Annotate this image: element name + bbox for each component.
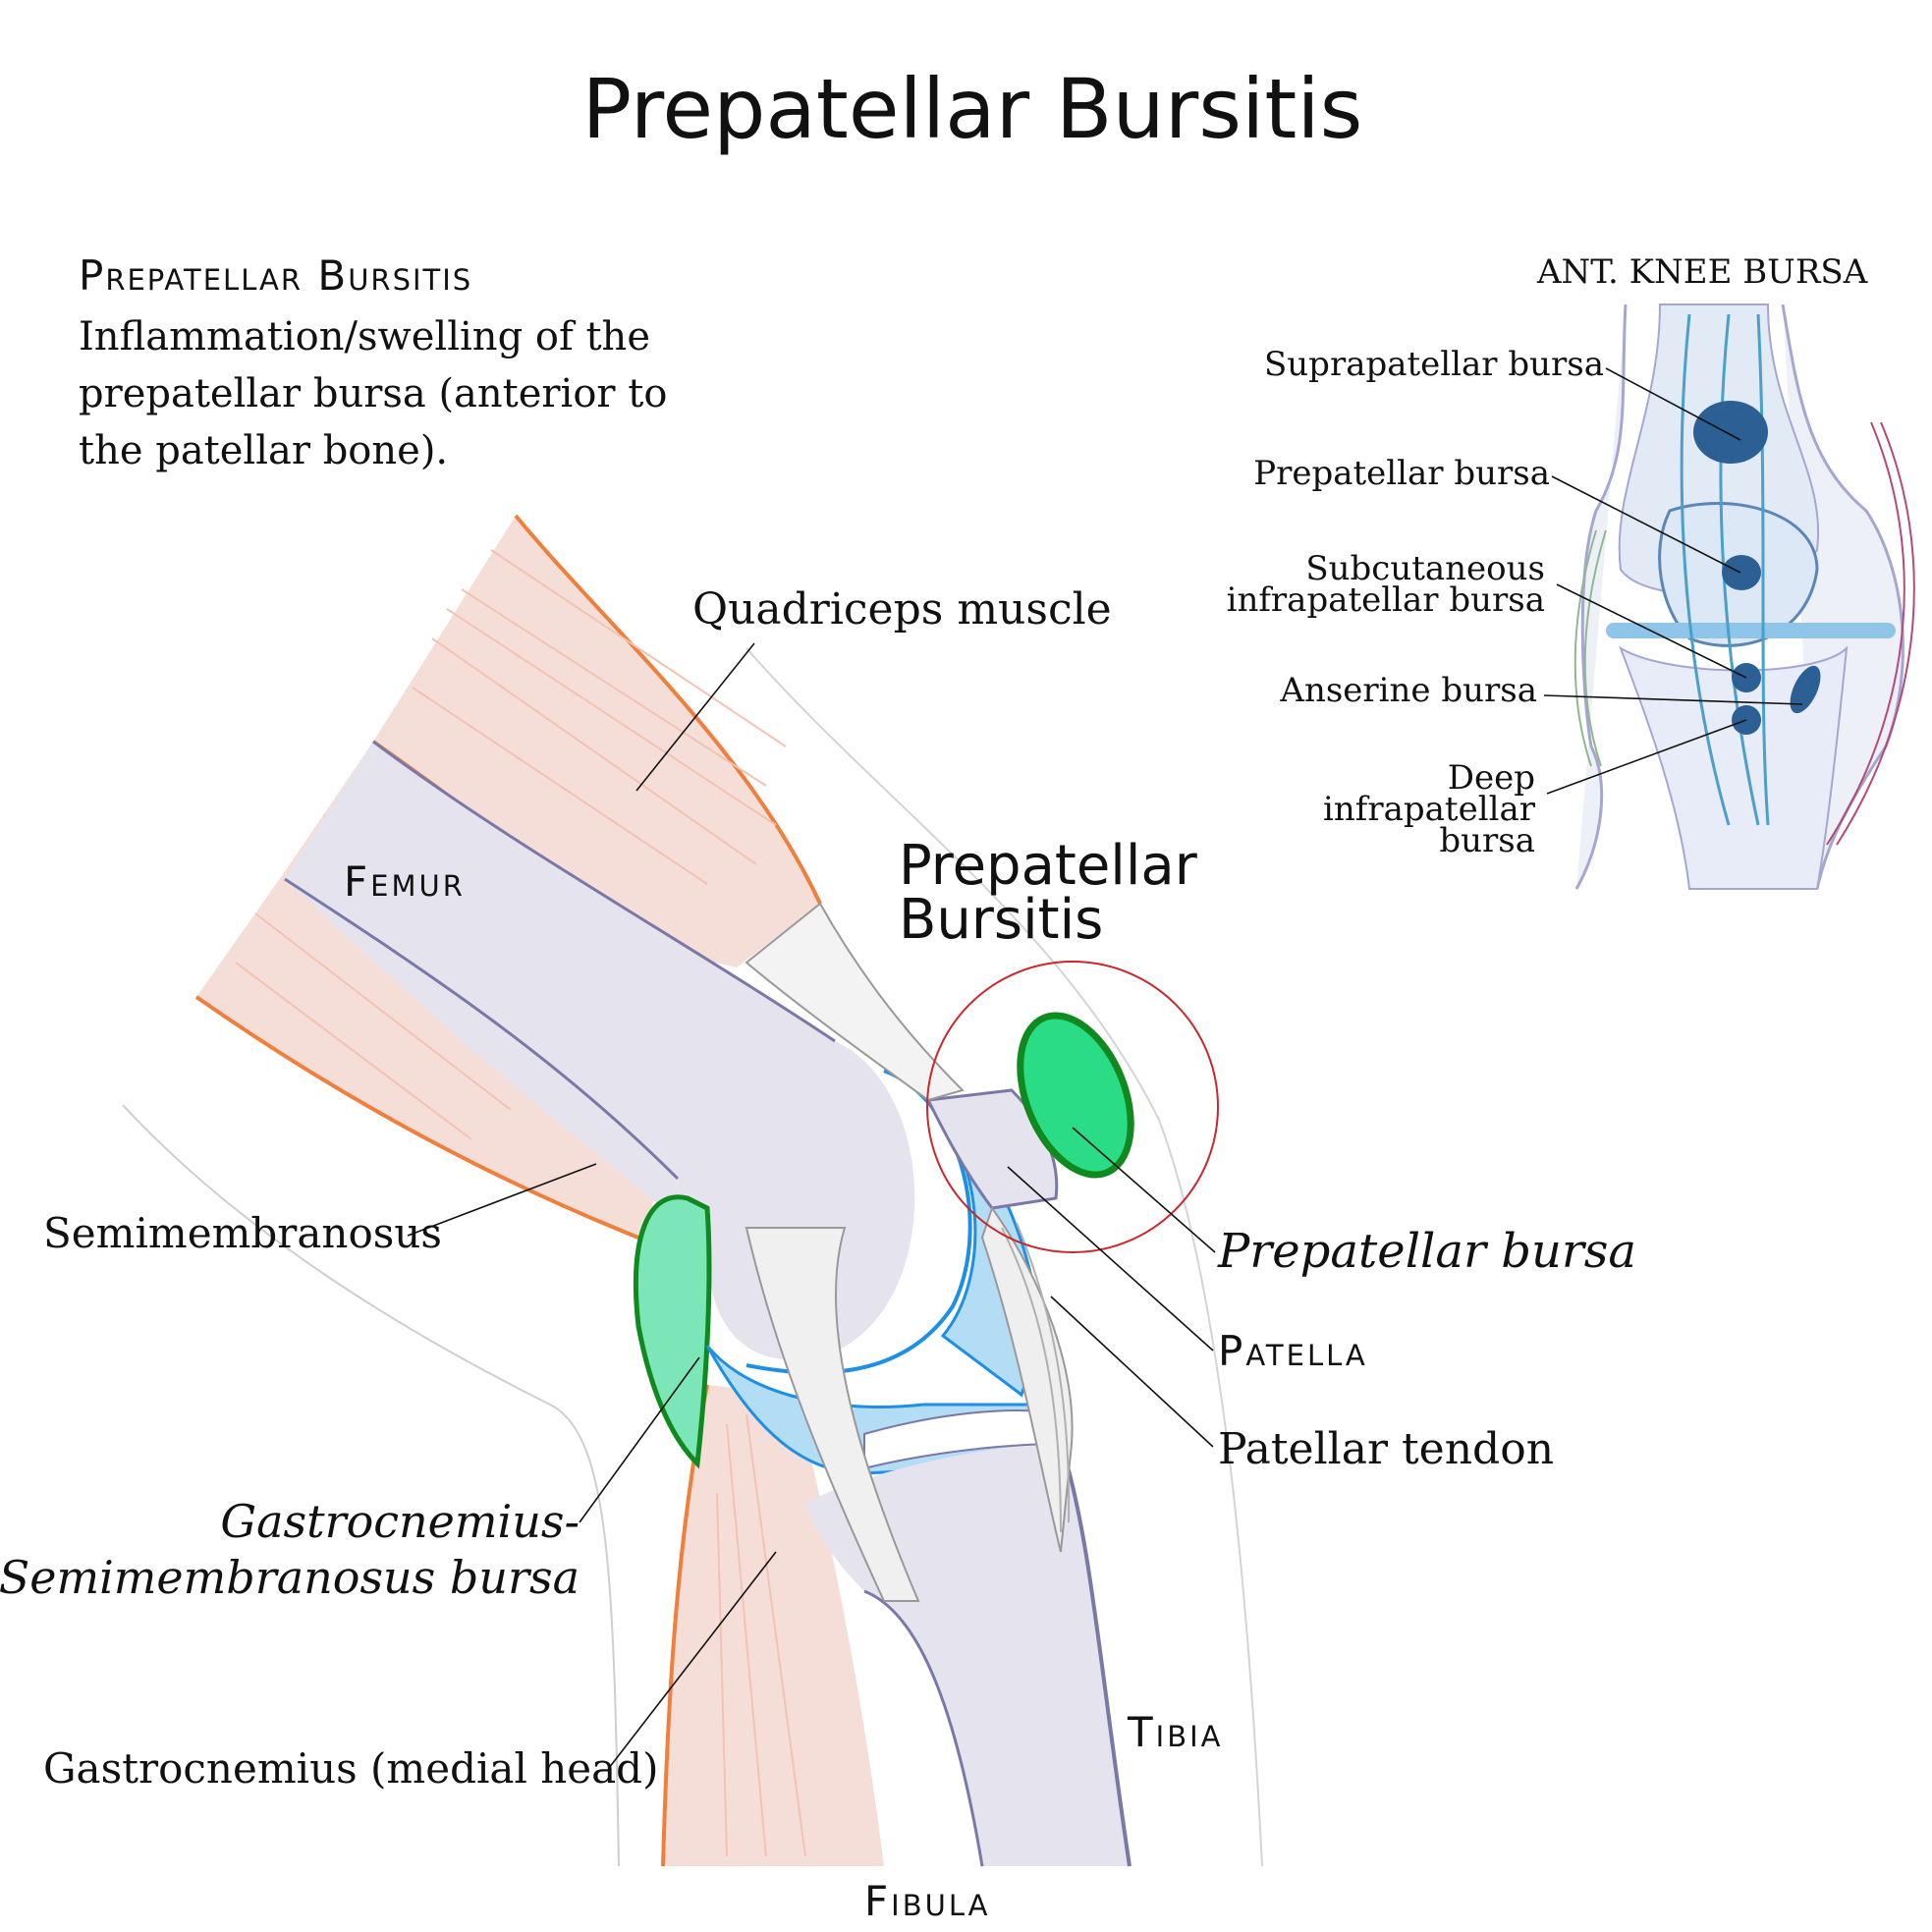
- leader-patella: [1007, 1166, 1214, 1352]
- label-fibula: Fibula: [864, 1877, 991, 1925]
- definition-line-2: prepatellar bursa (anterior to: [79, 371, 667, 416]
- label-quadriceps: Quadriceps muscle: [692, 584, 1112, 635]
- inset-medial-lines: [1826, 421, 1915, 846]
- inset-leader-deep: [1546, 719, 1747, 795]
- label-femur: Femur: [344, 857, 466, 906]
- label-patella: Patella: [1218, 1327, 1368, 1375]
- inset-tendons: [1680, 313, 1770, 826]
- gastro-semimembranosus-bursa: [634, 1194, 712, 1469]
- femur-bone: [285, 742, 915, 1360]
- inset-lateral-lines: [1573, 529, 1607, 767]
- femur-edge-lower: [284, 877, 680, 1181]
- label-prepatellar-bursa: Prepatellar bursa: [1217, 1224, 1636, 1279]
- inset-label-subcutaneous-2: infrapatellar bursa: [1227, 580, 1545, 620]
- tibia-edge: [1059, 1443, 1132, 1867]
- patellar-tendon: [980, 1205, 1074, 1553]
- inset-label-deep-1: Deep: [1448, 758, 1535, 798]
- skin-outline-front: [745, 647, 1263, 1867]
- page-title: Prepatellar Bursitis: [582, 61, 1363, 157]
- inset-prepatellar-bursa: [1722, 555, 1761, 590]
- inset-anserine-bursa: [1790, 665, 1821, 714]
- inset-label-deep-2: infrapatellar: [1323, 790, 1536, 829]
- definition-line-3: the patellar bone).: [79, 428, 448, 473]
- inset-diagram: [1573, 304, 1915, 890]
- label-patellar-tendon: Patellar tendon: [1218, 1424, 1554, 1474]
- leader-prepatellar-bursa: [1072, 1127, 1216, 1253]
- leader-quadriceps: [635, 642, 755, 792]
- tibia-edge-back: [863, 1589, 984, 1867]
- tendon-lines: [1001, 1222, 1071, 1533]
- inset-label-subcutaneous-1: Subcutaneous: [1305, 549, 1545, 588]
- inset-label-prepatellar: Prepatellar bursa: [1253, 454, 1550, 493]
- inset-leader-suprapatellar: [1605, 367, 1741, 441]
- label-tibia: Tibia: [1127, 1708, 1224, 1756]
- inset-label-suprapatellar: Suprapatellar bursa: [1264, 345, 1604, 384]
- inset-title: ANT. KNEE BURSA: [1536, 252, 1868, 292]
- quadriceps-striations: [412, 549, 787, 885]
- quadriceps-edge: [514, 514, 822, 905]
- quadriceps-muscle: [373, 516, 820, 967]
- label-gastro-medial: Gastrocnemius (medial head): [43, 1744, 658, 1793]
- inset-leader-prepatellar: [1551, 475, 1741, 574]
- knee-illustration: [122, 514, 1263, 1867]
- inset-label-anserine: Anserine bursa: [1279, 671, 1537, 710]
- leader-semimembranosus: [407, 1163, 597, 1237]
- inset-suprapatellar-bursa: [1693, 401, 1768, 464]
- leader-gastro-bursa: [579, 1356, 700, 1523]
- inset-leader-subcutaneous: [1556, 583, 1747, 679]
- cruciate-ligament: [745, 1227, 920, 1602]
- definition-line-1: Inflammation/swelling of the: [79, 314, 650, 359]
- highlight-circle: [926, 961, 1219, 1253]
- callout-line-2: Bursitis: [899, 888, 1103, 952]
- prepatellar-bursa: [1017, 1012, 1134, 1179]
- inset-label-deep-3: bursa: [1439, 821, 1535, 860]
- femur-edge-upper: [372, 740, 836, 1043]
- gastrocnemius-striations: [716, 1413, 806, 1857]
- inset-leader-anserine: [1543, 694, 1803, 705]
- leader-gastro-medial: [608, 1551, 777, 1769]
- label-semimembranosus: Semimembranosus: [43, 1209, 442, 1257]
- label-gastro-bursa-2: Semimembranosus bursa: [0, 1551, 580, 1604]
- inset-joint-line: [1606, 623, 1896, 638]
- semimembranosus-edge: [194, 995, 639, 1240]
- skin-outline: [122, 1104, 620, 1867]
- leader-patellar-tendon: [1050, 1296, 1214, 1448]
- quadriceps-tendon: [745, 902, 965, 1102]
- label-gastro-bursa-1: Gastrocnemius-: [220, 1495, 580, 1548]
- callout-line-1: Prepatellar: [899, 834, 1198, 898]
- definition-heading: Prepatellar bursitis: [79, 251, 472, 300]
